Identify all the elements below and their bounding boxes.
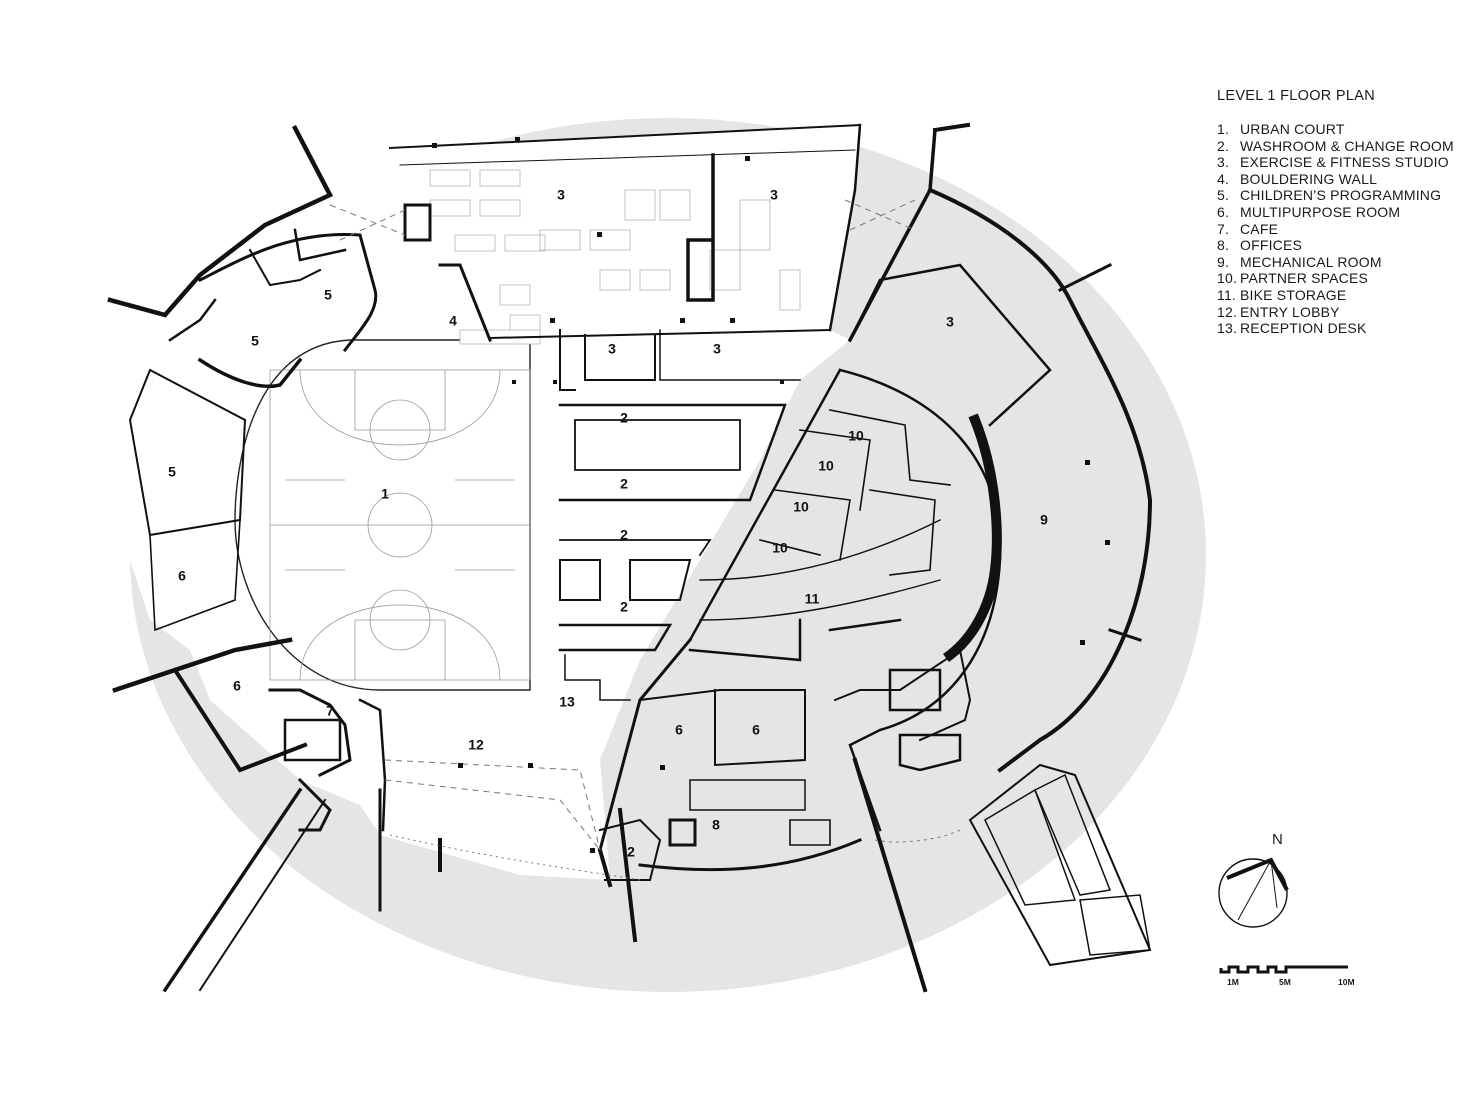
room-label-washroom-south: 2 (627, 844, 635, 860)
room-label-bike-storage: 11 (805, 591, 820, 607)
legend-item-number: 3. (1217, 154, 1230, 171)
legend-item-label: WASHROOM & CHANGE ROOM (1240, 137, 1454, 154)
room-label-washroom-4: 2 (620, 599, 628, 615)
legend-item: 7. CAFE (1217, 221, 1462, 238)
north-arrow-icon (1218, 857, 1289, 928)
columns (432, 137, 1110, 853)
legend-item-number: 9. (1217, 253, 1230, 270)
legend-item-number: 2. (1217, 137, 1230, 154)
walls (107, 122, 1153, 993)
room-label-bouldering-wall: 4 (449, 313, 457, 329)
room-label-partner-space-2: 10 (818, 458, 834, 474)
room-label-multipurpose-west: 6 (178, 568, 186, 584)
legend-item-number: 7. (1217, 220, 1230, 237)
room-label-partner-space-3: 10 (793, 499, 809, 515)
legend-item-number: 8. (1217, 237, 1230, 254)
canopy-dashed-lines (329, 199, 961, 881)
legend-item: 13.RECEPTION DESK (1217, 320, 1462, 337)
room-label-urban-court: 1 (381, 486, 389, 502)
legend-item: 2. WASHROOM & CHANGE ROOM (1217, 138, 1462, 155)
room-label-cafe: 7 (326, 703, 334, 719)
legend-item-label: CAFE (1240, 220, 1279, 237)
legend-item-label: BIKE STORAGE (1240, 286, 1347, 303)
room-label-fitness-north-west: 3 (557, 187, 565, 203)
legend-item-number: 4. (1217, 170, 1230, 187)
legend-item-number: 10. (1217, 270, 1238, 287)
room-label-reception-desk: 13 (559, 694, 575, 710)
room-label-washroom-2: 2 (620, 476, 628, 492)
legend-item-label: MULTIPURPOSE ROOM (1240, 203, 1401, 220)
legend-item-number: 13. (1217, 320, 1238, 337)
legend-item-label: RECEPTION DESK (1240, 320, 1367, 337)
room-label-fitness-studio-small: 3 (608, 341, 616, 357)
building-interior (125, 125, 860, 880)
legend-item-number: 11. (1217, 286, 1237, 303)
legend-item-label: EXERCISE & FITNESS STUDIO (1240, 154, 1449, 171)
scale-tick-5m: 5M (1279, 977, 1291, 987)
north-label: N (1272, 831, 1283, 848)
room-label-fitness-north-east: 3 (770, 187, 778, 203)
scale-tick-1m: 1M (1227, 977, 1239, 987)
legend-item: 5. CHILDREN’S PROGRAMMING (1217, 187, 1462, 204)
scale-tick-10m: 10M (1338, 977, 1355, 987)
legend-item-label: MECHANICAL ROOM (1240, 253, 1382, 270)
room-label-washroom-1: 2 (620, 410, 628, 426)
legend: LEVEL 1 FLOOR PLAN 1. URBAN COURT 2. WASHRO… (1217, 88, 1462, 337)
room-label-childrens-west: 5 (168, 464, 176, 480)
room-label-partner-space-4: 10 (772, 540, 788, 556)
legend-item-label: URBAN COURT (1240, 121, 1345, 137)
room-label-fitness-studio-east: 3 (713, 341, 721, 357)
legend-item: 10.PARTNER SPACES (1217, 270, 1462, 287)
legend-item-label: BOULDERING WALL (1240, 170, 1378, 187)
room-label-childrens-northwest: 5 (251, 333, 259, 349)
room-label-entry-lobby: 12 (468, 737, 484, 753)
legend-item: 9. MECHANICAL ROOM (1217, 254, 1462, 271)
legend-item-number: 6. (1217, 203, 1230, 220)
legend-item-number: 1. (1217, 121, 1230, 137)
room-label-multipurpose-south-b: 6 (752, 722, 760, 738)
legend-item-label: CHILDREN’S PROGRAMMING (1240, 187, 1442, 204)
room-label-partner-space-1: 10 (848, 428, 864, 444)
scale-bar (1219, 965, 1348, 974)
room-labels: 3 3 3 3 3 4 5 5 5 1 2 2 2 2 2 6 6 6 6 7 … (168, 187, 1048, 860)
legend-item: 3. EXERCISE & FITNESS STUDIO (1217, 154, 1462, 171)
room-label-multipurpose-south-a: 6 (675, 722, 683, 738)
legend-title: LEVEL 1 FLOOR PLAN (1217, 88, 1375, 104)
room-label-fitness-east-wing: 3 (946, 314, 954, 330)
legend-item: 6. MULTIPURPOSE ROOM (1217, 204, 1462, 221)
legend-item-label: OFFICES (1240, 237, 1303, 254)
room-label-offices: 8 (712, 817, 720, 833)
room-label-mechanical-room: 9 (1040, 512, 1048, 528)
legend-item: 4. BOULDERING WALL (1217, 171, 1462, 188)
room-label-childrens-north: 5 (324, 287, 332, 303)
legend-item: 8. OFFICES (1217, 237, 1462, 254)
legend-item-number: 12. (1217, 303, 1238, 320)
legend-list: 1. URBAN COURT 2. WASHROOM & CHANGE ROOM 3. E… (1217, 121, 1462, 337)
legend-item-number: 5. (1217, 187, 1230, 204)
legend-item-label: PARTNER SPACES (1240, 270, 1369, 287)
legend-item-label: ENTRY LOBBY (1240, 303, 1340, 320)
legend-item: 12.ENTRY LOBBY (1217, 304, 1462, 321)
room-label-multipurpose-southwest: 6 (233, 678, 241, 694)
legend-item: 11.BIKE STORAGE (1217, 287, 1462, 304)
legend-item: 1. URBAN COURT (1217, 121, 1462, 138)
room-label-washroom-3: 2 (620, 527, 628, 543)
